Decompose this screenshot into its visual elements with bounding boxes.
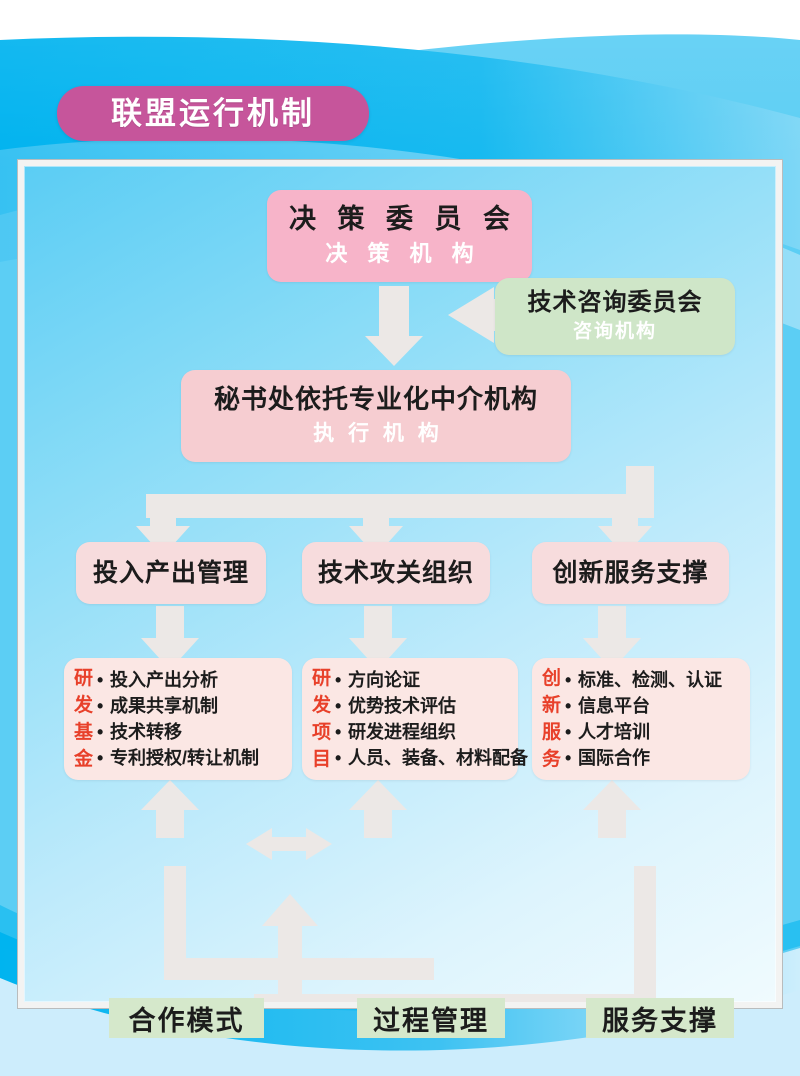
node-mid-label: 投入产出管理 [92, 558, 249, 587]
arrow-feedback-loop-outer [254, 866, 656, 1002]
vlabel-char: 发 [312, 695, 332, 716]
page-title: 联盟运行机制 [111, 96, 315, 131]
node-decision-subtitle: 决 策 机 构 [325, 241, 481, 267]
node-secretariat[interactable]: 秘书处依托专业化中介机构 执 行 机 构 [181, 370, 571, 462]
list-item: 技术转移 [97, 719, 284, 745]
node-decision-committee[interactable]: 决 策 委 员 会 决 策 机 构 [267, 190, 532, 282]
vlabel-char: 基 [74, 722, 94, 743]
card-item-list: 投入产出分析 成果共享机制 技术转移 专利授权/转让机制 [97, 667, 284, 771]
tag-service-support[interactable]: 服务支撑 [586, 998, 734, 1038]
arrow-tag-to-card [141, 780, 641, 838]
list-item: 投入产出分析 [97, 667, 284, 693]
vlabel-char: 金 [74, 749, 94, 770]
arrow-cooperation-process [246, 828, 332, 860]
diagram-stage: 决 策 委 员 会 决 策 机 构 技术咨询委员会 咨询机构 秘书处依托专业化中… [24, 166, 776, 1038]
node-secretariat-title: 秘书处依托专业化中介机构 [213, 384, 538, 415]
vlabel-char: 研 [74, 668, 94, 689]
vlabel-char: 新 [542, 695, 562, 716]
card-item-list: 方向论证 优势技术评估 研发进程组织 人员、装备、材料配备 [335, 667, 528, 771]
vlabel-char: 务 [542, 749, 562, 770]
node-mid-label: 创新服务支撑 [552, 558, 709, 587]
list-item: 人员、装备、材料配备 [335, 745, 528, 771]
list-item: 方向论证 [335, 667, 528, 693]
node-mid-label: 技术攻关组织 [317, 558, 474, 587]
arrow-middle-to-card [141, 606, 641, 670]
arrow-decision-to-secretariat [365, 286, 423, 366]
arrow-feedback-loop-inner [164, 866, 434, 980]
card-innovation-service[interactable]: 创 新 服 务 标准、检测、认证 信息平台 人才培训 国际合作 [532, 658, 750, 780]
list-item: 优势技术评估 [335, 693, 528, 719]
list-item: 专利授权/转让机制 [97, 745, 284, 771]
vlabel-char: 创 [542, 668, 562, 689]
vlabel-char: 目 [312, 749, 332, 770]
node-input-output-management[interactable]: 投入产出管理 [76, 542, 266, 604]
vlabel-char: 研 [312, 668, 332, 689]
tag-label: 过程管理 [373, 1005, 489, 1036]
card-rd-fund[interactable]: 研 发 基 金 投入产出分析 成果共享机制 技术转移 专利授权/转让机制 [64, 658, 292, 780]
node-technology-breakthrough[interactable]: 技术攻关组织 [302, 542, 490, 604]
tag-cooperation-mode[interactable]: 合作模式 [109, 998, 264, 1038]
vlabel-char: 发 [74, 695, 94, 716]
card-vertical-label: 研 发 基 金 [74, 667, 97, 771]
list-item: 标准、检测、认证 [565, 667, 742, 693]
node-advisory-subtitle: 咨询机构 [572, 320, 657, 342]
arrow-secretariat-fork [136, 466, 654, 556]
list-item: 成果共享机制 [97, 693, 284, 719]
list-item: 研发进程组织 [335, 719, 528, 745]
vlabel-char: 项 [312, 722, 332, 743]
node-advisory-committee[interactable]: 技术咨询委员会 咨询机构 [495, 278, 735, 355]
card-vertical-label: 创 新 服 务 [542, 667, 565, 771]
tag-process-management[interactable]: 过程管理 [357, 998, 505, 1038]
list-item: 国际合作 [565, 745, 742, 771]
node-decision-title: 决 策 委 员 会 [288, 204, 517, 235]
node-advisory-title: 技术咨询委员会 [527, 289, 703, 317]
card-item-list: 标准、检测、认证 信息平台 人才培训 国际合作 [565, 667, 742, 771]
poster-title-banner: 联盟运行机制 [57, 86, 369, 141]
card-rd-project[interactable]: 研 发 项 目 方向论证 优势技术评估 研发进程组织 人员、装备、材料配备 [302, 658, 528, 780]
list-item: 信息平台 [565, 693, 742, 719]
vlabel-char: 服 [542, 722, 562, 743]
card-vertical-label: 研 发 项 目 [312, 667, 335, 771]
tag-label: 合作模式 [128, 1005, 245, 1036]
node-secretariat-subtitle: 执 行 机 构 [313, 422, 443, 446]
node-innovation-service-support[interactable]: 创新服务支撑 [532, 542, 729, 604]
list-item: 人才培训 [565, 719, 742, 745]
diagram-frame: 决 策 委 员 会 决 策 机 构 技术咨询委员会 咨询机构 秘书处依托专业化中… [17, 159, 783, 1038]
tag-label: 服务支撑 [602, 1005, 718, 1036]
